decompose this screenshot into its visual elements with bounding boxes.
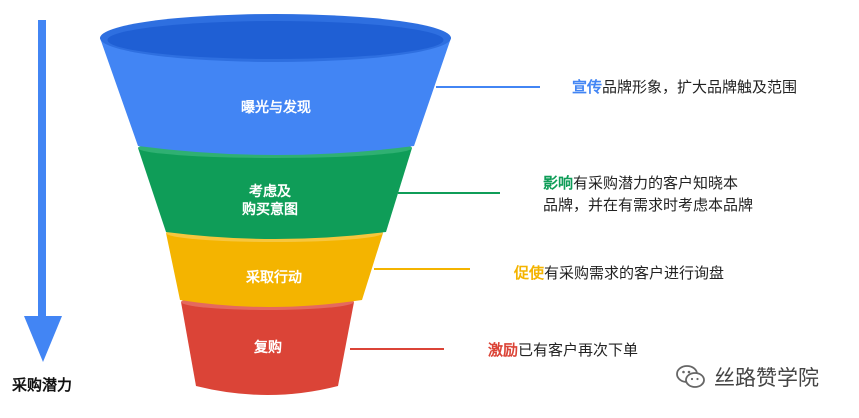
- description-action: 促使有采购需求的客户进行询盘: [514, 262, 724, 284]
- stage-label-consideration-line2: 购买意图: [242, 201, 298, 218]
- down-arrow-icon: [24, 20, 62, 362]
- description-keyword: 宣传: [572, 78, 603, 96]
- description-text-line2: 品牌，并在有需求时考虑本品牌: [543, 196, 754, 214]
- description-keyword: 促使: [514, 264, 545, 282]
- description-exposure: 宣传品牌形象，扩大品牌触及范围: [572, 76, 797, 98]
- wechat-icon: [676, 365, 705, 388]
- watermark: 丝路赞学院: [676, 362, 819, 392]
- stage-label-repurchase: 复购: [253, 339, 282, 356]
- description-text: 已有客户再次下单: [518, 341, 639, 359]
- funnel-stage-repurchase: 复购: [181, 294, 354, 395]
- description-text: 品牌形象，扩大品牌触及范围: [602, 78, 798, 96]
- description-text: 有采购需求的客户进行询盘: [544, 264, 725, 282]
- description-text: 有采购潜力的客户知晓本: [573, 174, 739, 192]
- stage-label-exposure: 曝光与发现: [241, 99, 311, 116]
- stage-label-consideration-line1: 考虑及: [249, 183, 292, 200]
- axis-label: 采购潜力: [12, 376, 73, 394]
- description-keyword: 影响: [543, 174, 574, 192]
- stage-label-action: 采取行动: [245, 269, 302, 286]
- description-keyword: 激励: [488, 341, 519, 359]
- description-consideration: 影响有采购潜力的客户知晓本 品牌，并在有需求时考虑本品牌: [543, 172, 753, 216]
- funnel-stage-exposure: 曝光与发现: [100, 14, 451, 155]
- description-repurchase: 激励已有客户再次下单: [488, 339, 638, 361]
- watermark-text: 丝路赞学院: [714, 366, 819, 390]
